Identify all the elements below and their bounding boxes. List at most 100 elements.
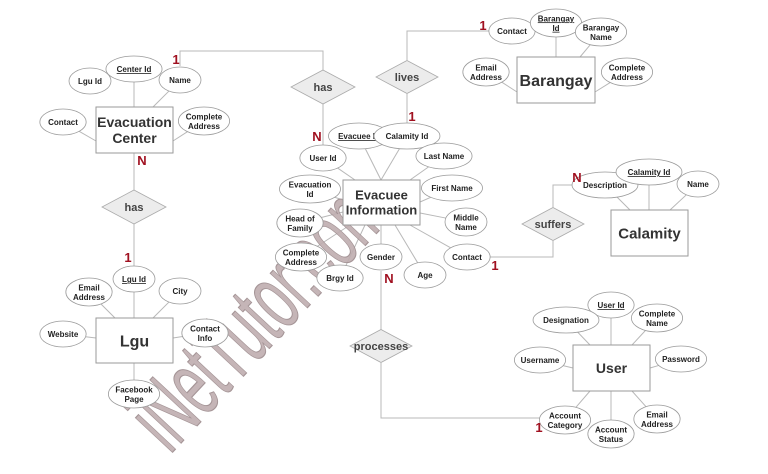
attribute-ellipse <box>158 66 202 94</box>
attribute-ellipse <box>359 243 403 271</box>
attribute-label: Evacuee Id <box>338 132 380 141</box>
attribute-label: Calamity Id <box>386 132 429 141</box>
attribute-label: Email <box>78 283 99 292</box>
attribute-designation: Designation <box>532 306 600 334</box>
attribute-label: Name <box>646 319 668 328</box>
attribute-ellipse <box>532 306 600 334</box>
attribute-connector <box>616 196 631 211</box>
attribute-label: Email <box>646 410 667 419</box>
cardinality-label: 1 <box>124 250 131 265</box>
shapes: EvacuationCenterLguEvacueeInformationBar… <box>39 8 720 449</box>
attribute-connector <box>419 196 431 203</box>
attribute-label: Description <box>583 181 627 190</box>
attribute-label: Family <box>287 224 313 233</box>
entity-box <box>95 106 174 154</box>
entity-box <box>572 344 651 392</box>
attribute-label: Address <box>611 73 644 82</box>
cardinality-label: 1 <box>491 258 498 273</box>
relationship-diamond <box>349 329 413 363</box>
attribute-label: Email <box>475 63 496 72</box>
attribute-user-id: User Id <box>299 144 347 172</box>
attribute-label: Address <box>188 122 221 131</box>
attribute-label: Status <box>599 435 624 444</box>
attribute-label: Name <box>687 180 709 189</box>
entity-label: Barangay <box>520 73 593 90</box>
relationship-has: has <box>290 69 356 105</box>
entity-label: Evacuee <box>355 188 408 203</box>
attribute-ellipse <box>68 67 112 95</box>
relationship-processes: processes <box>349 329 413 363</box>
attribute-ellipse <box>373 122 441 150</box>
attribute-label: Complete <box>609 63 646 72</box>
relationship-label: suffers <box>535 219 572 231</box>
attribute-connector <box>334 196 344 201</box>
attribute-website: Website <box>39 320 87 348</box>
attribute-connector <box>85 336 97 339</box>
relationship-label: has <box>314 82 333 94</box>
attribute-lgu-id: Lgu Id <box>112 265 156 293</box>
attribute-contact: Contact <box>443 243 491 271</box>
attribute-label: Name <box>169 76 191 85</box>
attribute-ellipse <box>601 57 654 87</box>
attribute-label: Name <box>590 33 612 42</box>
attribute-ellipse <box>403 261 447 289</box>
attribute-label: Account <box>549 411 581 420</box>
attribute-label: Evacuation <box>289 180 332 189</box>
cardinality-label: N <box>137 153 146 168</box>
attribute-connector <box>172 336 183 339</box>
attribute-label: Account <box>595 425 627 434</box>
attribute-connector <box>575 390 591 408</box>
attribute-label: User Id <box>309 154 336 163</box>
attribute-ellipse <box>676 170 720 198</box>
attribute-connector <box>419 212 446 219</box>
attribute-ellipse <box>39 320 87 348</box>
attribute-label: Address <box>470 73 503 82</box>
relationship-lives: lives <box>375 60 439 94</box>
attribute-connector <box>631 390 647 408</box>
attribute-ellipse <box>158 277 202 305</box>
attribute-label: Address <box>641 420 674 429</box>
attribute-ellipse <box>65 277 113 307</box>
attribute-label: First Name <box>431 184 473 193</box>
relationship-connector <box>490 241 554 258</box>
attribute-ellipse <box>177 106 230 136</box>
relationship-label: has <box>125 202 144 214</box>
attribute-label: Category <box>548 421 583 430</box>
attribute-label: Contact <box>190 324 220 333</box>
attribute-connector <box>409 166 429 181</box>
cardinality-label: 1 <box>535 420 542 435</box>
attribute-ellipse <box>462 57 510 87</box>
attribute-label: Complete <box>639 309 676 318</box>
attribute-label: Complete <box>283 248 320 257</box>
attribute-connector <box>669 194 687 211</box>
attribute-age: Age <box>403 261 447 289</box>
entity-box <box>95 317 174 364</box>
attribute-label: Head of <box>285 214 315 223</box>
attribute-ellipse <box>631 303 684 333</box>
attribute-label: Username <box>521 356 560 365</box>
attribute-label: Barangay <box>583 23 620 32</box>
relationship-label: lives <box>395 72 419 84</box>
entity-calamity: Calamity <box>610 209 689 257</box>
attribute-name: Name <box>158 66 202 94</box>
attribute-contact: Contact <box>39 108 87 136</box>
attribute-label: Calamity Id <box>628 168 671 177</box>
relationship-diamond <box>375 60 439 94</box>
attribute-connector <box>152 301 170 319</box>
attribute-lgu-id: Lgu Id <box>68 67 112 95</box>
attribute-label: Age <box>417 271 433 280</box>
attribute-contact: Contact <box>488 17 536 45</box>
attribute-connector <box>152 90 170 108</box>
attribute-label: Address <box>73 293 106 302</box>
attribute-label: User Id <box>597 301 624 310</box>
relationship-diamond <box>101 189 167 225</box>
